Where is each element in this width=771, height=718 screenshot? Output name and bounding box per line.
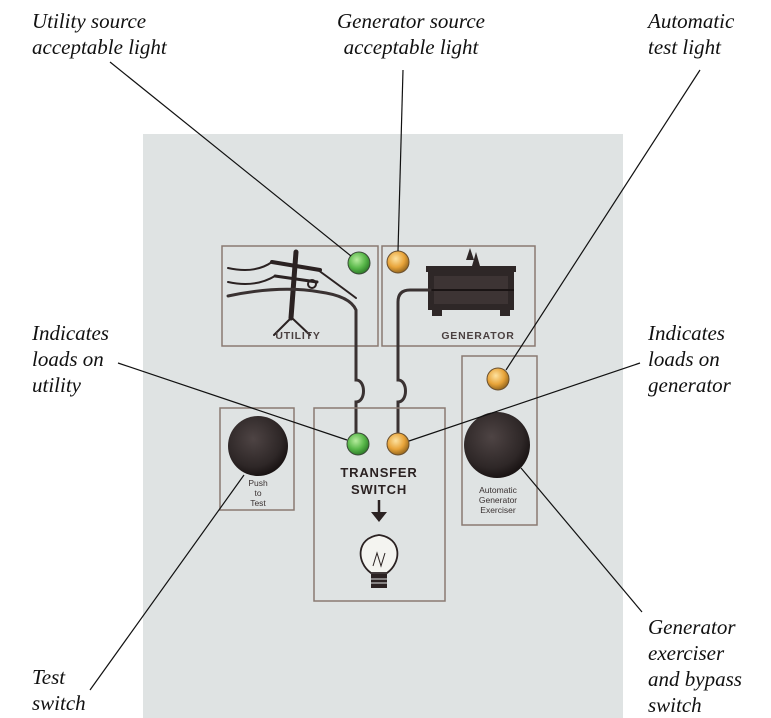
utility-label: UTILITY xyxy=(275,330,320,342)
test-switch-button[interactable] xyxy=(228,416,288,476)
exerciser-label-line-3: Exerciser xyxy=(480,505,516,515)
arrow-down-icon xyxy=(371,500,387,522)
loads-on-utility-light xyxy=(346,432,370,456)
wiring xyxy=(226,287,432,440)
control-panel xyxy=(143,134,623,718)
callout-exerciser-bypass-switch: Generator exerciser and bypass switch xyxy=(648,615,742,717)
push-to-test-line-3: Test xyxy=(250,498,266,508)
callout-loads-on-utility: Indicates loads on utility xyxy=(32,321,109,397)
utility-section: UTILITY xyxy=(221,245,379,347)
callout-automatic-test-light: Automatic test light xyxy=(648,9,735,59)
generator-section: GENERATOR xyxy=(381,245,536,347)
transfer-switch-section: TRANSFER SWITCH xyxy=(313,407,446,602)
exerciser-section: Automatic Generator Exerciser xyxy=(461,355,538,526)
utility-pole-icon xyxy=(227,249,357,336)
push-to-test-section: Push to Test xyxy=(219,407,295,511)
callout-utility-source-light: Utility source acceptable light xyxy=(32,9,167,59)
generator-icon xyxy=(426,248,516,316)
utility-source-acceptable-light xyxy=(347,251,371,275)
push-to-test-line-1: Push xyxy=(248,478,268,488)
automatic-test-light xyxy=(486,367,510,391)
generator-source-acceptable-light xyxy=(386,250,410,274)
light-bulb-icon xyxy=(359,534,399,588)
exerciser-label-line-1: Automatic xyxy=(479,485,518,495)
callout-test-switch: Test switch xyxy=(32,665,86,715)
push-to-test-line-2: to xyxy=(254,488,261,498)
leader-lines xyxy=(89,61,701,691)
callout-generator-source-light: Generator source acceptable light xyxy=(337,9,485,59)
transfer-label-line-2: SWITCH xyxy=(351,482,407,497)
generator-label: GENERATOR xyxy=(441,330,514,342)
transfer-label-line-1: TRANSFER xyxy=(340,465,417,480)
exerciser-bypass-button[interactable] xyxy=(464,412,530,478)
exerciser-label-line-2: Generator xyxy=(479,495,517,505)
loads-on-generator-light xyxy=(386,432,410,456)
callout-loads-on-generator: Indicates loads on generator xyxy=(648,321,731,397)
